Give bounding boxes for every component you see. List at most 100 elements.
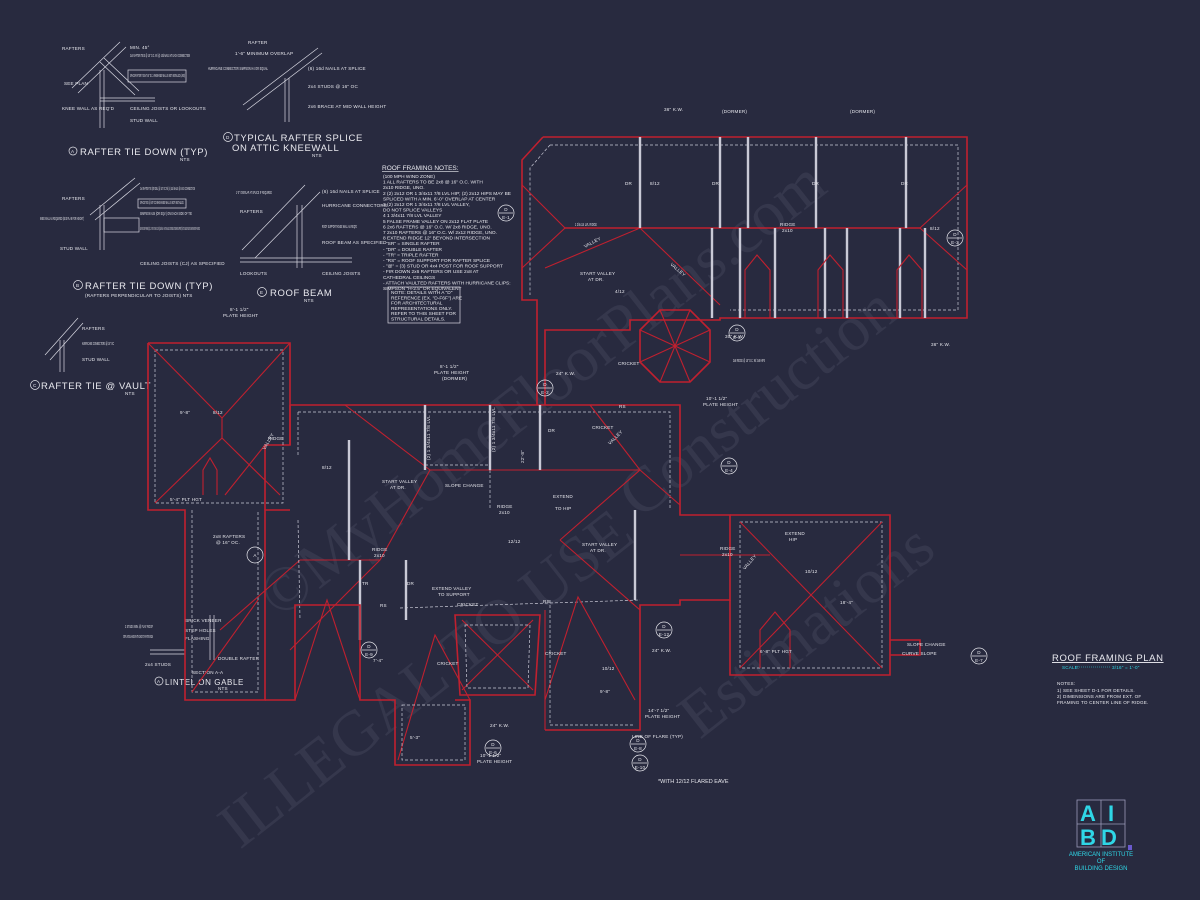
section-marker-bottom: E-12 [659, 632, 670, 637]
detail-label: MIN. 45° [130, 45, 150, 50]
detail-label: STEP HOLES [185, 628, 216, 633]
detail-label: 2x4 STUDS @ 16" OC [308, 84, 358, 89]
dormer-label: (DORMER) [722, 109, 747, 114]
framing-note-line: - ATTACH VAULTED RAFTERS WITH HURRICANE … [383, 280, 511, 286]
framing-note-line: - FIR DOWN 2x6 RAFTERS OR USE 2x8 AT [383, 269, 479, 275]
detail-subtitle: NTS [125, 391, 135, 396]
detail-title: RAFTER TIE DOWN (TYP) [85, 281, 213, 292]
detail-subtitle: (RAFTERS PERPENDICULAR TO JOISTS) NTS [85, 293, 193, 298]
dr-label: DR [812, 181, 820, 186]
section-marker[interactable]: DE-6 [484, 739, 502, 757]
section-marker[interactable]: DE-8 [629, 735, 647, 753]
framing-note-line: 5 FALSE FRAME VALLEY ON 2x12 FLAT PLATE [383, 219, 488, 225]
detail-letter: E [260, 290, 263, 295]
box-note-line: NOTE: DETAILS WITH A "D" [391, 290, 453, 296]
detail-label: LOOKOUTS [240, 271, 267, 276]
detail-label: CEILING JOISTS OR LOOKOUTS [130, 106, 206, 111]
sheet-note: 1) SEE SHEET D-1 FOR DETAILS. [1057, 688, 1135, 693]
section-marker-top: D [735, 327, 739, 332]
section-marker-top: A [253, 553, 257, 558]
detail-label: ROOF SUPPORT KNEE WALL AS REQ'D [322, 224, 357, 229]
detail-label: RAFTERS [240, 209, 263, 214]
ridge-label: 2x10 [374, 553, 385, 558]
aibd-logo: A I B D AMERICAN INSTITUTE OF BUILDING D… [1069, 799, 1133, 872]
section-marker-bottom: E-4 [725, 468, 733, 473]
detail-label: BRICK VENEER [185, 618, 222, 623]
notes-title: ROOF FRAMING NOTES: [382, 165, 459, 172]
detail-title: LINTEL ON GABLE [165, 678, 244, 687]
section-marker[interactable]: DE-4 [720, 457, 738, 475]
dimension: 9'-8" [180, 410, 190, 415]
kneewall-label: 30" K.W. [725, 334, 744, 339]
logo-letter: I [1108, 801, 1114, 826]
plate-height-label: PLATE HEIGHT [223, 313, 258, 318]
plate-height-note: 5'-4" PLT HGT [170, 497, 202, 502]
ridge-label: RIDGE [372, 547, 388, 552]
valley-label: VALLEY [742, 553, 758, 570]
section-marker[interactable]: A [246, 546, 264, 564]
section-marker[interactable]: DE-5 [728, 324, 746, 342]
section-marker[interactable]: DE-10 [631, 754, 649, 772]
detail-label: CEILING JOISTS (CJ) AS SPECIFIED [140, 261, 225, 266]
section-marker-bottom: E-3 [951, 240, 959, 245]
detail-label: FLASHING [185, 636, 210, 641]
detail-label: KNEE WALL AS REQ'D [62, 106, 115, 111]
section-marker[interactable]: DE-1 [497, 204, 515, 222]
section-marker[interactable]: DE-2 [536, 379, 554, 397]
framing-note-line: - "TR" = TRIPLE RAFTER [383, 252, 439, 258]
plate-height-label: PLATE HEIGHT [703, 402, 738, 407]
section-marker-top: D [638, 757, 642, 762]
logo-letter: D [1101, 825, 1117, 850]
watermark: ©MyHomeFloorPlans.com ILLEGAL TO USE Con… [205, 146, 947, 861]
dr-label: DR [625, 181, 633, 186]
detail-section: SECTION A-A [192, 670, 224, 675]
extend-hip-label: HIP [789, 537, 797, 542]
notes-heading: NOTES: [1057, 681, 1075, 686]
extend-valley-label: TO HIP [555, 506, 571, 511]
detail-label: ROOF BEAM AS SPECIFIED [322, 240, 387, 245]
framing-note-line: SPLICED WITH A MIN. 6'-0" OVERLAP AT CEN… [383, 196, 496, 202]
box-note-line: REFERENCE (EX. "D-F6F") ARE [391, 295, 462, 301]
section-marker-bottom: E-6 [489, 750, 497, 755]
extend-valley-label: EXTEND VALLEY [432, 586, 472, 591]
plate-height-label: PLATE HEIGHT [434, 370, 469, 375]
logo-letter: A [1080, 801, 1096, 826]
section-marker[interactable]: DE-12 [655, 621, 673, 639]
rs-label: RS [543, 599, 550, 604]
valley-label: VALLEY [262, 432, 275, 450]
dimension: 22'-8" [520, 450, 525, 463]
plate-height-label: 8'-1 1/2" [230, 307, 249, 312]
ridge-label: RIDGE [780, 222, 796, 227]
start-valley-label: START VALLEY [382, 479, 417, 484]
section-marker-top: D [953, 232, 957, 237]
section-marker-top: D [504, 207, 508, 212]
start-valley-label: START VALLEY [582, 542, 617, 547]
dr-label: DR [548, 428, 556, 433]
slope-change-label: SLOPE CHANGE [445, 483, 484, 488]
cricket-label: CRICKET [592, 425, 614, 430]
detail-label: RAFTER [248, 40, 268, 45]
dimension: 7'-4" [373, 658, 383, 663]
section-marker[interactable]: D E-3 [946, 229, 964, 247]
framing-note-line: 1 ALL RAFTERS TO BE 2x8 @ 16" O.C. WITH [383, 180, 483, 186]
rafter-note: 2x8 RAFTERS [213, 534, 245, 539]
detail-lintel-on-gable: 2 STUDS MIN. @ FLAT ROOF STEP LINTEL HAN… [123, 615, 259, 691]
cricket-label: CRICKET [457, 602, 479, 607]
dormer-label: (DORMER) [850, 109, 875, 114]
section-marker[interactable]: DE-9 [360, 641, 378, 659]
dimension: 9'-8" [600, 689, 610, 694]
framing-note-line: 2 (2) 2x12 OR 1 3/4x11 7/8 LVL HIP; (2) … [383, 191, 511, 197]
detail-label: (6) 16d NAILS AT SPLICE [308, 66, 366, 71]
box-note-line: STRUCTURAL DETAILS. [391, 317, 445, 323]
detail-label: STEP LINTEL HANGER ATTACHED TO RAFTER EN… [123, 634, 153, 639]
scale-label: SCALE: [1062, 665, 1080, 670]
section-marker[interactable]: DE-7 [970, 647, 988, 665]
framing-note-line: SIMPSON "H-2.5" OR EQUIVALENT [383, 286, 462, 292]
sheet-note: 2) DIMENSIONS ARE FROM EXT. OF [1057, 694, 1141, 699]
plate-height-label: PLATE HEIGHT [645, 714, 680, 719]
lvl-note: (2) 1 3/4x11 7/8 LVL [426, 415, 431, 460]
detail-label: KNEE WALL AS REQUIRED (SEE PLAN FOR HEIG… [40, 216, 84, 221]
section-marker-top: D [977, 650, 981, 655]
line-of-flare-label: LINE OF FLARE (TYP) [632, 734, 683, 739]
detail-label: 2x4 RAFTER TIE (OR DBL) @ 16" OC W/ (4) … [140, 186, 195, 191]
